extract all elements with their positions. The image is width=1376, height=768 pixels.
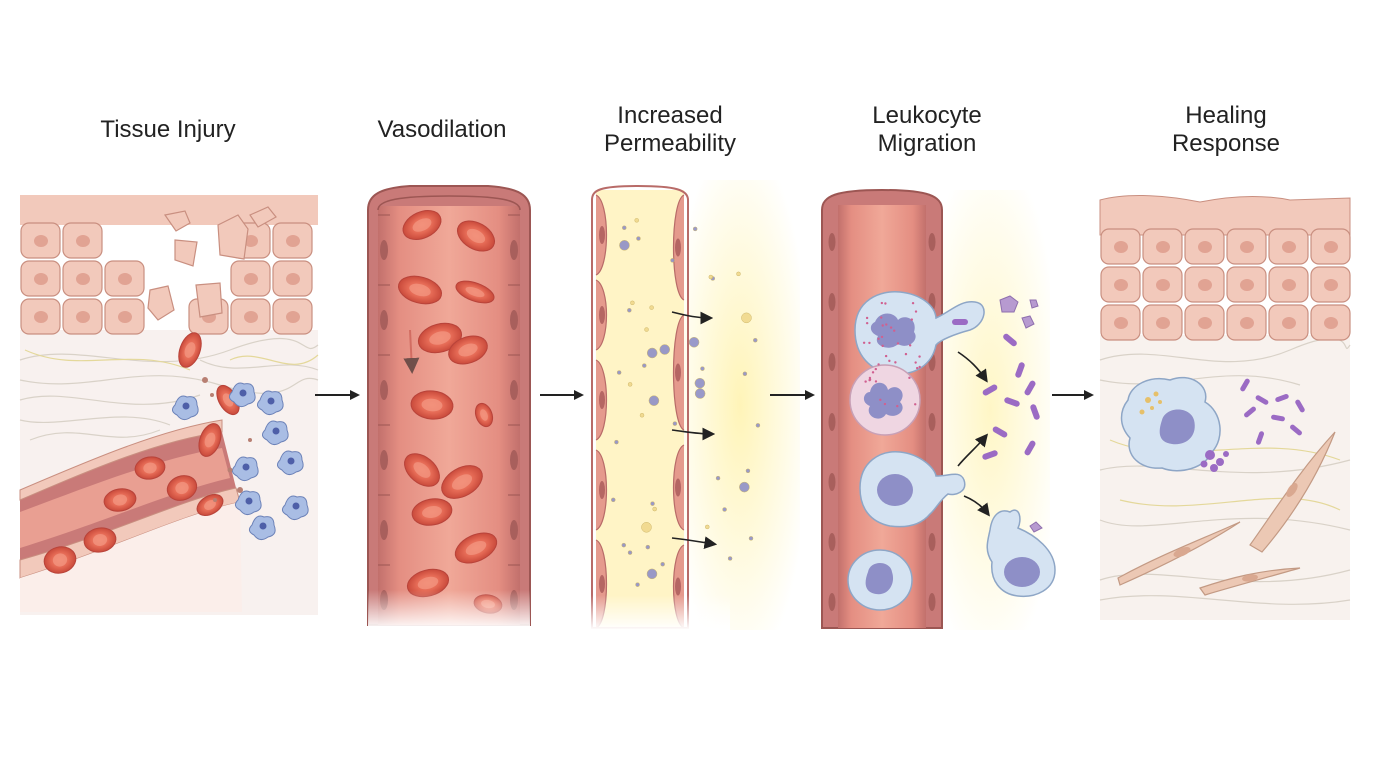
bacterium <box>952 319 968 325</box>
panel-increased-permeability <box>590 180 800 630</box>
panel-tissue-injury <box>20 195 318 615</box>
panel-leukocyte-migration <box>822 190 1055 630</box>
panel-vasodilation <box>368 186 530 630</box>
panel-healing-response <box>1100 196 1350 620</box>
